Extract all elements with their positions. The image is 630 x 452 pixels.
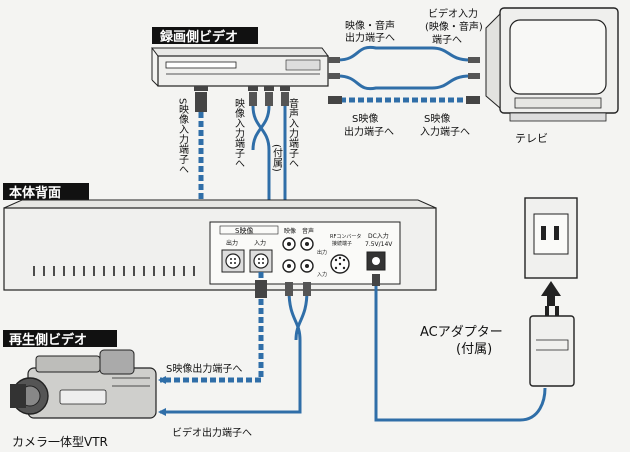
s-video-cable-vcr-tv bbox=[328, 96, 480, 104]
s-video-in-vertical-label: S映像入力端子へ bbox=[177, 98, 189, 174]
dc-cable bbox=[372, 274, 547, 422]
rf-label-1: RFコンバータ bbox=[330, 233, 361, 240]
arrow-video-out bbox=[158, 408, 166, 416]
s-video-out-rec-label-1: S映像 bbox=[352, 113, 378, 125]
recording-vcr-header: 録画側ビデオ bbox=[152, 27, 258, 45]
s-video-panel-label: S映像 bbox=[235, 226, 253, 235]
tv-label: テレビ bbox=[515, 132, 548, 145]
s-out-label: 出力 bbox=[226, 239, 238, 247]
rca-cable-vcr-tv bbox=[328, 45, 480, 91]
audio-in-vertical-label: 音声入力端子へ bbox=[287, 97, 299, 168]
video-in-vertical-label: 映像入力端子へ bbox=[233, 98, 245, 168]
video-audio-out-label-1: 映像・音声 bbox=[345, 19, 395, 32]
camcorder-icon bbox=[10, 349, 157, 419]
vcr-icon bbox=[151, 47, 329, 91]
s-video-out-play-label: S映像出力端子へ bbox=[166, 362, 242, 375]
dc-label-1: DC入力 bbox=[368, 232, 389, 240]
video-small-label: 映像 bbox=[284, 227, 296, 235]
vent-slots bbox=[33, 266, 195, 276]
s-video-in-tv-label-2: 入力端子へ bbox=[420, 125, 470, 138]
video-out-play-label: ビデオ出力端子へ bbox=[172, 426, 252, 439]
ac-adapter-label-1: ACアダプター bbox=[420, 325, 503, 340]
unit-rear-header: 本体背面 bbox=[3, 183, 89, 201]
s-video-cable-unit-playback bbox=[160, 272, 267, 383]
s-in-label: 入力 bbox=[254, 239, 266, 247]
av-in-label: 入力 bbox=[317, 271, 327, 278]
s-video-out-rec-label-2: 出力端子へ bbox=[344, 125, 394, 138]
s-video-in-jack bbox=[249, 249, 273, 273]
rf-converter-jack bbox=[330, 254, 350, 274]
dc-in-jack bbox=[366, 251, 386, 271]
playback-vcr-title: 再生側ビデオ bbox=[9, 332, 87, 348]
svg-text:S映像入力端子へ: S映像入力端子へ bbox=[177, 98, 189, 174]
s-video-in-tv-label-1: S映像 bbox=[424, 113, 450, 125]
wall-outlet-icon bbox=[524, 197, 578, 279]
ac-adapter-label-2: (付属) bbox=[456, 342, 492, 357]
unit-rear-title: 本体背面 bbox=[9, 185, 61, 201]
video-audio-out-label-2: 出力端子へ bbox=[345, 31, 395, 44]
video-in-tv-label-3: 端子へ bbox=[432, 33, 462, 46]
av-out-label: 出力 bbox=[317, 249, 327, 256]
camcorder-label: カメラ一体型VTR bbox=[12, 435, 108, 449]
video-cable-unit-playback bbox=[160, 282, 311, 414]
s-video-out-jack bbox=[221, 249, 245, 273]
playback-vcr-header: 再生側ビデオ bbox=[3, 330, 117, 348]
included-vertical-label: (付属) bbox=[271, 144, 283, 172]
audio-small-label: 音声 bbox=[302, 227, 314, 235]
ac-adapter-icon bbox=[529, 306, 575, 387]
rca-jacks bbox=[282, 237, 314, 273]
svg-text:映像入力端子へ: 映像入力端子へ bbox=[233, 98, 245, 168]
svg-text:(付属): (付属) bbox=[271, 144, 283, 172]
video-in-tv-label-1: ビデオ入力 bbox=[428, 7, 478, 20]
rf-label-2: 接続端子 bbox=[332, 240, 352, 247]
arrow-s-video-out bbox=[158, 376, 166, 384]
video-in-tv-label-2: (映像・音声) bbox=[425, 20, 483, 33]
arrow-up-icon bbox=[541, 281, 561, 306]
tv-icon bbox=[485, 7, 619, 122]
recording-vcr-title: 録画側ビデオ bbox=[160, 29, 238, 45]
dc-label-2: 7.5V/14V bbox=[365, 241, 393, 248]
svg-text:音声入力端子へ: 音声入力端子へ bbox=[287, 97, 299, 168]
